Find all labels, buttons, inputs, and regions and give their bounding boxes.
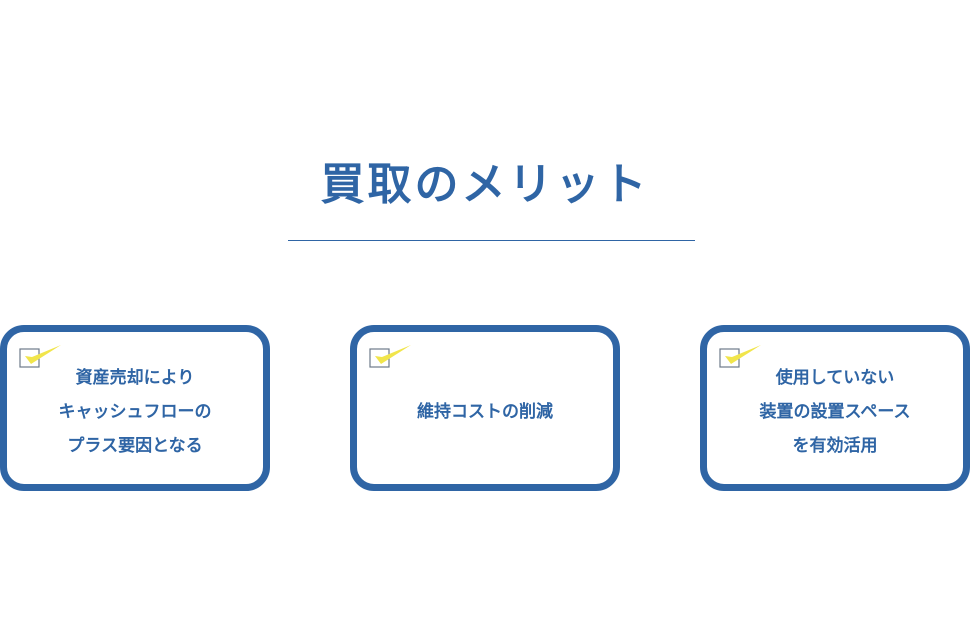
merit-card-space: 使用していない 装置の設置スペース を有効活用 [700,325,970,491]
checkbox-check-icon [19,341,63,371]
merit-card-cashflow: 資産売却により キャッシュフローの プラス要因となる [0,325,270,491]
title-divider [288,240,695,241]
merit-card-line: プラス要因となる [67,436,203,456]
merit-card-text: 使用していない 装置の設置スペース を有効活用 [760,361,911,463]
checkbox-check-icon [369,341,413,371]
merit-card-text: 資産売却により キャッシュフローの プラス要因となる [59,361,212,463]
merit-card-line: 装置の設置スペース [759,402,911,422]
merit-card-line: 使用していない [775,368,895,388]
merit-card-line: を有効活用 [792,436,878,456]
section-title: 買取のメリット [320,159,650,210]
merit-card-line: キャッシュフローの [58,402,212,422]
merit-card-cost-reduction: 維持コストの削減 [350,325,620,491]
merit-card-line: 維持コストの削減 [417,402,553,422]
checkbox-check-icon [719,341,763,371]
merit-card-text: 維持コストの削減 [417,395,553,429]
merit-card-line: 資産売却により [75,368,195,388]
